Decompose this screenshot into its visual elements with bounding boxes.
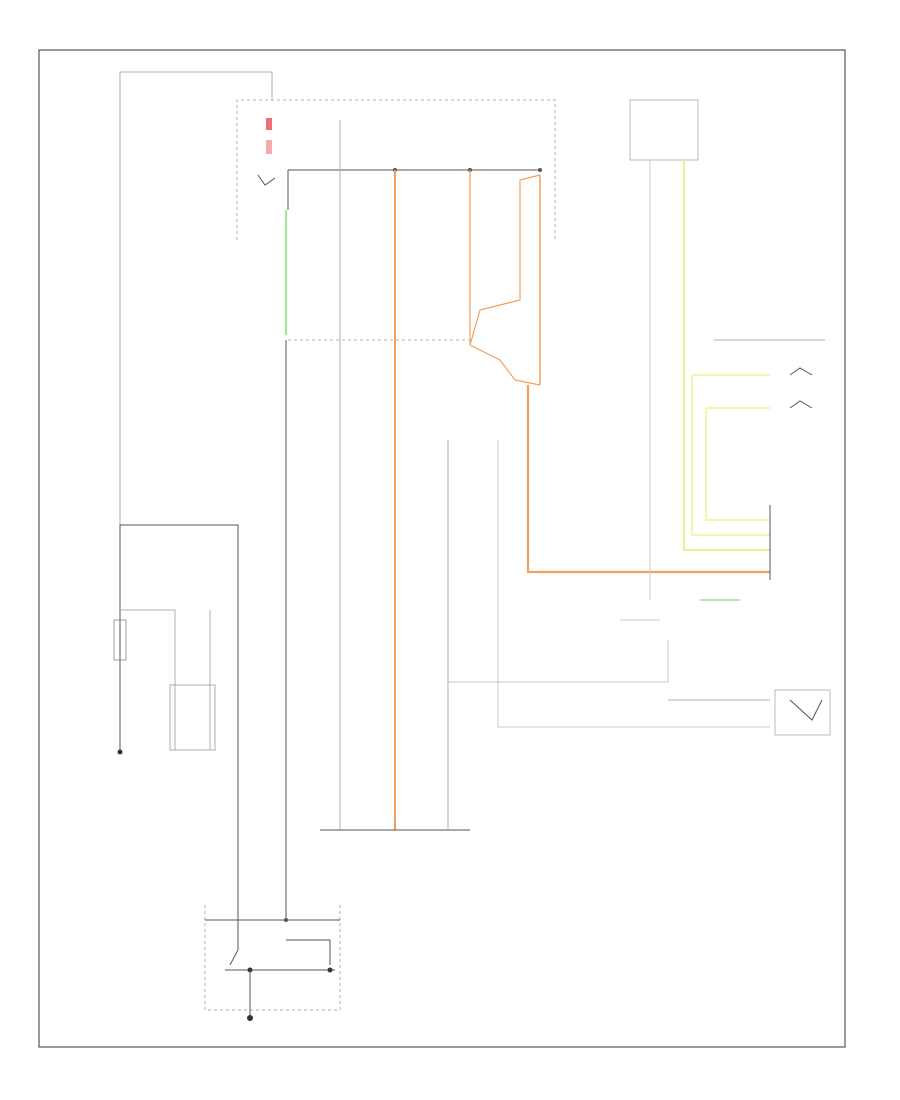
yellow-wire-group [683,160,770,551]
chassis-ground-block [169,684,216,751]
brake-switch [789,367,813,409]
starter-ground-node [247,1015,253,1021]
body-ground-node [117,749,123,755]
diagram-border [38,49,846,1048]
start-relay-wire [526,385,770,574]
starter-motor [204,905,341,1021]
fuse-red-marker [266,118,272,130]
bottom-connectors [320,440,470,831]
orange-wire-group [394,170,770,830]
battery-sensor [113,524,239,920]
transmission-range-switch [774,689,831,736]
body-ecm-box [629,99,699,161]
fuse-relay-box [236,99,556,341]
